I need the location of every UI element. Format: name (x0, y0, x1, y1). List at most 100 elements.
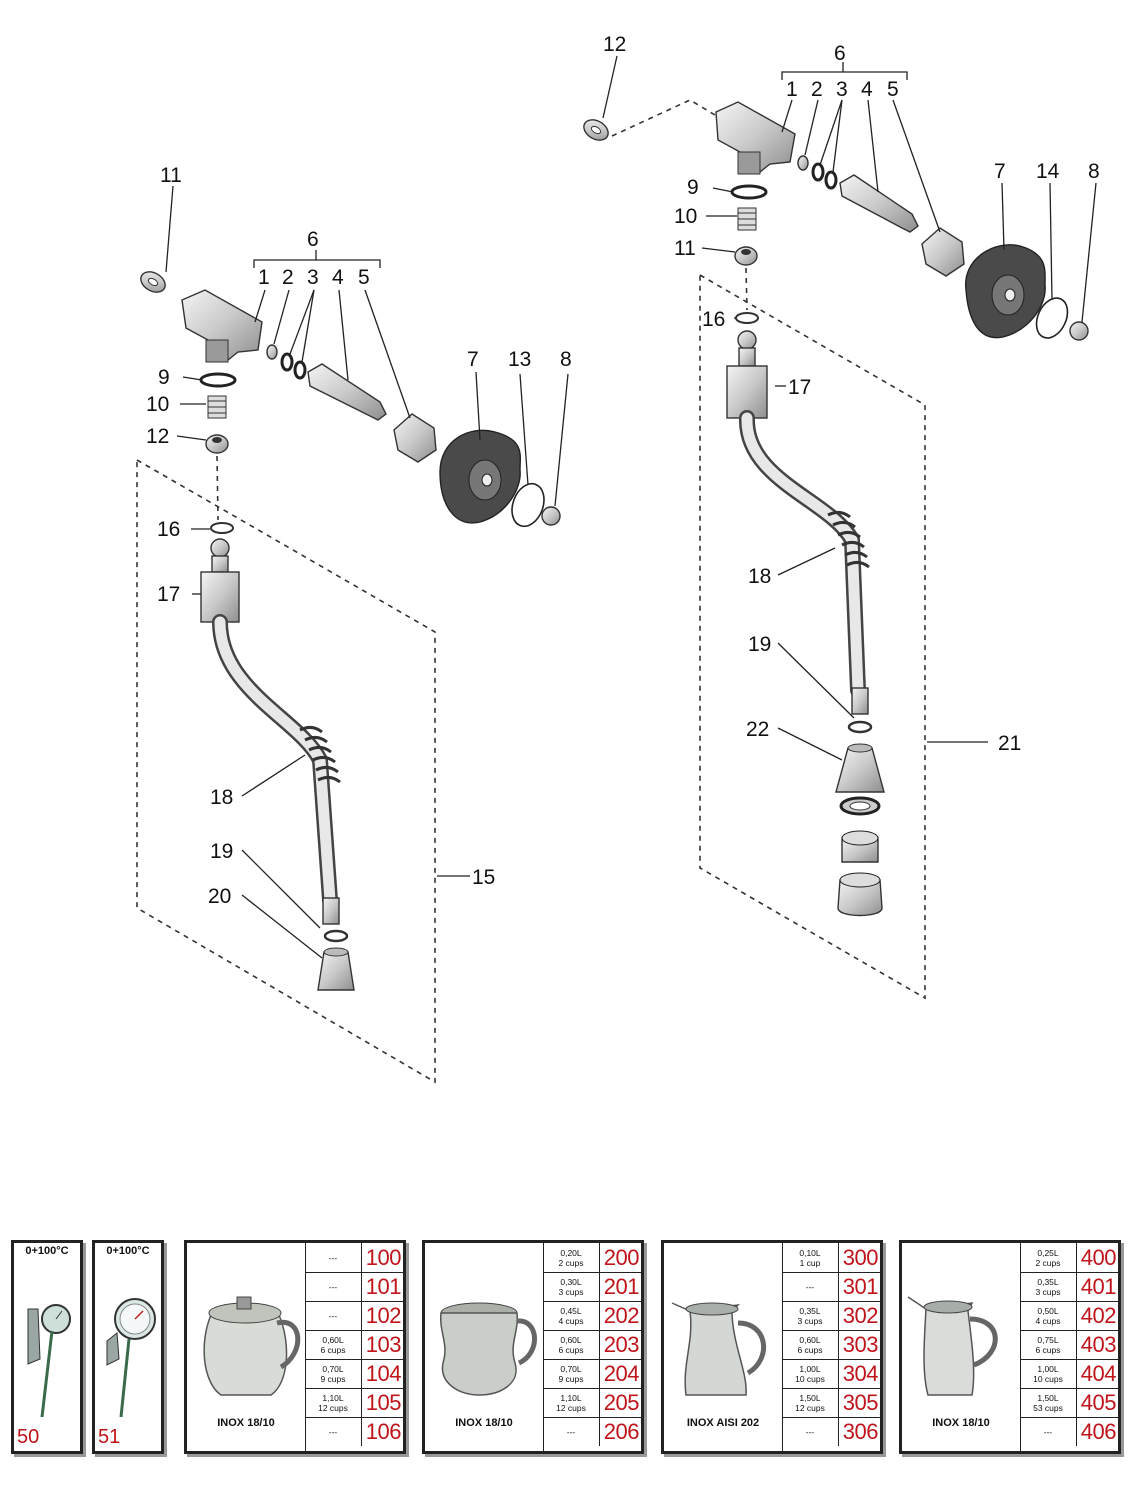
right-part-7-knob (965, 244, 1046, 339)
article-code: 102 (365, 1303, 402, 1328)
left-callout-10: 10 (146, 393, 169, 416)
right-part-16-ring (735, 312, 759, 324)
right-callout-3: 3 (836, 78, 848, 101)
right-part-11-seal (734, 246, 758, 266)
capacity-cups: 9 cups (320, 1373, 346, 1384)
capacity-volume: --- (328, 1252, 338, 1263)
pitcher-material: INOX 18/10 (932, 1417, 990, 1429)
article-code: 103 (365, 1332, 402, 1357)
capacity-cell: --- (305, 1272, 362, 1301)
capacity-volume: --- (328, 1281, 338, 1292)
left-part-20-tip (317, 951, 355, 991)
capacity-volume: --- (328, 1310, 338, 1321)
article-code: 306 (842, 1419, 879, 1444)
right-callout-19: 19 (748, 633, 771, 656)
right-callout-16: 16 (702, 308, 725, 331)
right-callout-5: 5 (887, 78, 899, 101)
article-code: 402 (1080, 1303, 1117, 1328)
capacity-volume: 0,10L (799, 1247, 821, 1258)
article-code: 104 (365, 1361, 402, 1386)
article-code: 405 (1080, 1390, 1117, 1415)
capacity-volume: --- (566, 1426, 576, 1437)
pitcher-picture (425, 1243, 544, 1451)
pitcher-picture (187, 1243, 306, 1451)
left-callout-1: 1 (258, 266, 270, 289)
capacity-cups: 12 cups (556, 1402, 586, 1413)
capacity-volume: 0,35L (799, 1305, 821, 1316)
article-code: 201 (603, 1274, 640, 1299)
left-callout-6: 6 (307, 228, 319, 251)
pitcher-size-row: ---406 (1020, 1417, 1118, 1446)
right-callout-17: 17 (788, 376, 811, 399)
pitcher-picture (664, 1243, 783, 1451)
dial-thermometer-icon (106, 1298, 156, 1418)
right-part-5-nut (921, 227, 965, 277)
capacity-volume: 0,70L (322, 1363, 344, 1374)
article-code: 401 (1080, 1274, 1117, 1299)
capacity-volume: 0,20L (560, 1247, 582, 1258)
pitcher-material: INOX 18/10 (455, 1417, 513, 1429)
thermometer-card-50: 0+100°C 50 (11, 1240, 83, 1454)
article-code: 300 (842, 1245, 879, 1270)
article-code: 206 (603, 1419, 640, 1444)
right-callout-1: 1 (786, 78, 798, 101)
capacity-volume: --- (805, 1281, 815, 1292)
left-wand-group-outline (136, 458, 436, 1084)
capacity-cups: 3 cups (797, 1315, 823, 1326)
right-part-2-ring (797, 155, 809, 171)
capacity-cups: 6 cups (797, 1344, 823, 1355)
right-callout-12: 12 (603, 33, 626, 56)
right-part-14-washer (1035, 297, 1069, 339)
capacity-cups: 9 cups (558, 1373, 584, 1384)
right-callout-8: 8 (1088, 160, 1100, 183)
capacity-cups: 4 cups (558, 1315, 584, 1326)
capacity-cups: 3 cups (1035, 1286, 1061, 1297)
article-code: 100 (365, 1245, 402, 1270)
right-part-17-fitting (726, 365, 768, 419)
right-callout-7: 7 (994, 160, 1006, 183)
right-callout-22: 22 (746, 718, 769, 741)
left-part-3-oring (280, 352, 294, 372)
lidded-pitcher-icon (203, 1296, 301, 1396)
article-code: 101 (365, 1274, 402, 1299)
capacity-volume: 0,45L (560, 1305, 582, 1316)
right-part-19-ring (847, 720, 873, 734)
left-callout-3: 3 (307, 266, 319, 289)
left-callout-11: 12 (146, 425, 169, 448)
capacity-cups: 6 cups (1035, 1344, 1061, 1355)
left-part-10-spring (207, 395, 227, 419)
pitcher-material: INOX 18/10 (217, 1417, 275, 1429)
left-callout-9: 9 (158, 366, 170, 389)
thermometer-code: 51 (98, 1426, 121, 1448)
capacity-cups: 6 cups (558, 1344, 584, 1355)
left-steam-valve-assembly: 11 6 1 2 3 4 5 7 13 8 9 10 12 16 17 18 1… (136, 164, 572, 1084)
capacity-cell: --- (1020, 1417, 1077, 1446)
capacity-cups: 2 cups (1035, 1257, 1061, 1268)
capacity-cell: --- (305, 1243, 362, 1272)
tall-pitcher-icon (907, 1296, 998, 1396)
pitcher-size-row: ---306 (782, 1417, 880, 1446)
capacity-volume: 1,10L (560, 1392, 582, 1403)
capacity-volume: 0,60L (560, 1334, 582, 1345)
